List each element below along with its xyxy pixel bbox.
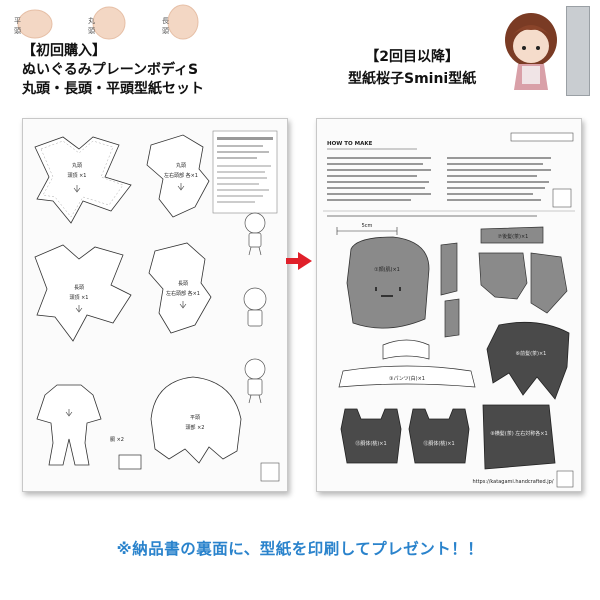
piece3-name: 長頭 xyxy=(74,285,84,291)
first-purchase-title: 【初回購入】 ぬいぐるみプレーンボディS 丸頭・長頭・平頭型紙セット xyxy=(22,42,204,99)
piece6-count: 頭部 ×2 xyxy=(186,424,205,431)
side-hair-label: ⑧横髪(茶) 左右対称各×1 xyxy=(490,430,547,437)
scale-label: 5cm xyxy=(362,223,373,229)
body-right-label: ⑫胴体(桃)×1 xyxy=(423,440,454,447)
back-hair-label: ⑦後髪(茶)×1 xyxy=(498,233,529,240)
sakurako-pattern-drawing: HOW TO MAKE 5cm ①顔(肌)×1 xyxy=(323,132,575,488)
piece4-name: 長頭 xyxy=(178,281,188,287)
face-label: ①顔(肌)×1 xyxy=(374,266,400,273)
piece4-count: 左右頭部 各×1 xyxy=(166,290,200,297)
piece5-count: 胴 ×2 xyxy=(110,437,124,443)
plain-body-pattern-sheet: 丸頭 頭頂 ×1 丸頭 左右頭部 各×1 長頭 頭頂 ×1 長頭 左右頭部 各×… xyxy=(22,118,288,492)
how-to-make-heading: HOW TO MAKE xyxy=(327,141,373,147)
arrow-icon xyxy=(286,252,312,270)
plain-body-pattern-drawing: 丸頭 頭頂 ×1 丸頭 左右頭部 各×1 長頭 頭頂 ×1 長頭 左右頭部 各×… xyxy=(34,130,280,482)
brand-logo-right xyxy=(556,470,574,488)
piece1-count: 頭頂 ×1 xyxy=(68,173,87,179)
round-head-image xyxy=(92,6,126,40)
piece3-count: 頭頂 ×1 xyxy=(70,295,89,301)
piece2-count: 左右頭部 各×1 xyxy=(164,172,198,179)
brand-logo xyxy=(260,462,280,482)
head-samples: 平頭 丸頭 長頭 xyxy=(14,4,214,42)
pants-label: ③パンツ(白)×1 xyxy=(389,375,425,382)
pattern-url: https://katagami.handcrafted.jp/ xyxy=(472,479,553,485)
long-head-image xyxy=(167,4,199,40)
repeat-purchase-title: 【2回目以降】 型紙桜子Smini型紙 xyxy=(348,46,476,90)
sakurako-pattern-sheet: HOW TO MAKE 5cm ①顔(肌)×1 xyxy=(316,118,582,492)
doll-photo xyxy=(505,13,557,90)
first-purchase-subtitle: ぬいぐるみプレーンボディS xyxy=(22,62,199,78)
present-note: ※納品書の裏面に、型紙を印刷してプレゼント！！ xyxy=(116,540,484,558)
piece1-name: 丸頭 xyxy=(72,162,82,169)
first-purchase-set-name: 丸頭・長頭・平頭型紙セット xyxy=(22,81,204,97)
first-purchase-heading: 【初回購入】 xyxy=(22,43,106,59)
piece2-name: 丸頭 xyxy=(176,162,186,169)
ruler-image xyxy=(566,6,590,96)
repeat-purchase-heading: 【2回目以降】 xyxy=(365,49,459,65)
piece6-name: 平頭 xyxy=(190,415,200,421)
flat-head-image xyxy=(17,9,53,39)
body-left-label: ⑬胴体(桃)×1 xyxy=(355,440,386,447)
repeat-purchase-subtitle: 型紙桜子Smini型紙 xyxy=(348,71,477,87)
bangs-label: ⑥前髪(茶)×1 xyxy=(516,350,547,357)
